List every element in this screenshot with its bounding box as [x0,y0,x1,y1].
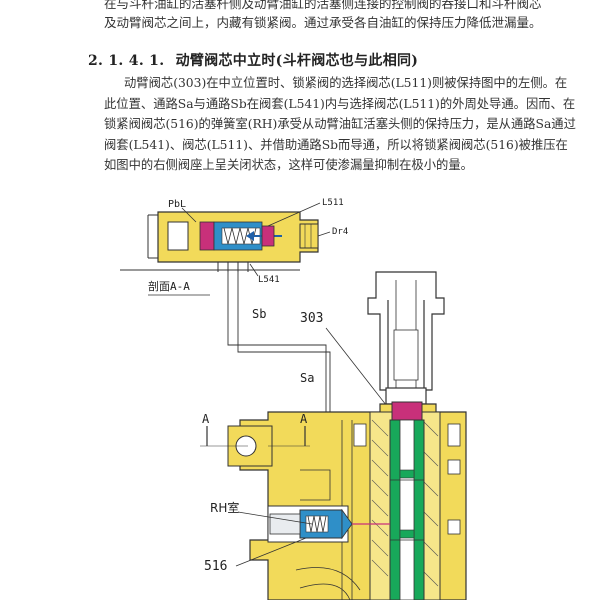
leader-rh [237,511,313,525]
leader-516 [235,537,307,567]
label-sa: Sa [300,371,314,385]
selector-valve-detail [147,202,331,277]
lock-valve-516 [267,505,390,543]
label-l541: L541 [258,275,280,285]
section-cut-markers [200,426,310,447]
label-a-right: A [300,412,308,426]
label-section-aa: 剖面A-A [148,279,190,293]
intro-paragraph: 在与斗杆油缸的活塞杆侧及动臂油缸的活塞侧连接的控制阀的吞接口和斗杆阀芯 及动臂阀… [104,0,564,32]
body-paragraph: 动臂阀芯(303)在中立位置时、锁紧阀的选择阀芯(L511)则被保持图中的左侧。… [104,76,576,172]
label-516: 516 [204,559,227,574]
intro-line-1: 在与斗杆油缸的活塞杆侧及动臂油缸的活塞侧连接的控制阀的吞接口和斗杆阀芯 [104,0,542,11]
label-dr4: Dr4 [332,227,348,237]
label-rh-chamber: RH室 [210,500,239,515]
section-title: 动臂阀芯中立时(斗杆阀芯也与此相同) [175,53,419,69]
spool-303 [389,419,425,600]
label-303: 303 [300,311,323,326]
section-heading: 2. 1. 4. 1. 动臂阀芯中立时(斗杆阀芯也与此相同) [88,50,418,70]
label-sb: Sb [252,307,266,321]
intro-line-2: 及动臂阀芯之间上，内藏有锁紧阀。通过承受各自油缸的保持压力降低泄漏量。 [104,15,542,30]
leader-303 [325,327,391,411]
label-pbl: PbL [168,199,186,210]
label-a-left: A [202,412,210,426]
spool-cap-assembly [367,271,445,405]
spool-cap-magenta [391,401,423,421]
label-l511: L511 [322,198,344,208]
section-number: 2. 1. 4. 1. [88,53,165,69]
